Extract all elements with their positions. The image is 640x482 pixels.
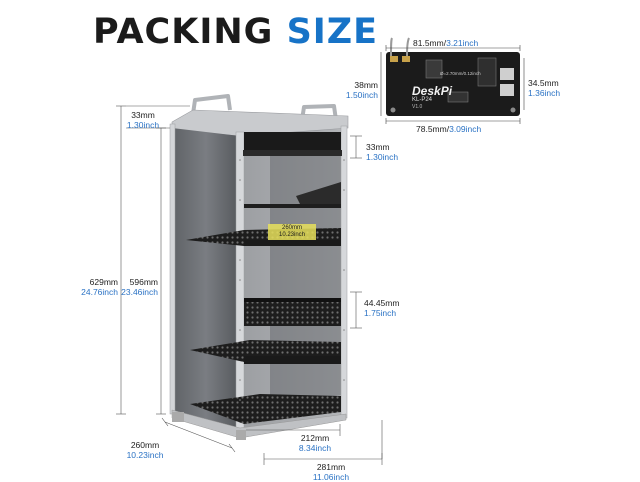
rack-unit-dimension: 33mm 1.30inch bbox=[366, 142, 399, 162]
rack-inner-width-dimension: 212mm 8.34inch bbox=[298, 433, 332, 453]
rack-dimension-lines bbox=[116, 105, 383, 465]
rack-outer-width-dimension: 281mm 11.06inch bbox=[312, 462, 350, 482]
board-brand-logo: DeskPi bbox=[412, 84, 453, 98]
rack-body-height-dimension: 596mm 23.46inch bbox=[121, 277, 158, 297]
board-version: V1.0 bbox=[412, 104, 423, 110]
rack-cabinet bbox=[169, 94, 349, 440]
title-packing: PACKING bbox=[93, 12, 274, 52]
rack-total-height-dimension: 629mm 24.76inch bbox=[81, 277, 118, 297]
board-hole-label: Ø=2.70mm/0.12inch bbox=[440, 71, 481, 76]
deskpi-board bbox=[386, 52, 520, 116]
board-model: KL-P24 bbox=[412, 97, 433, 103]
title-size: SIZE bbox=[286, 12, 379, 52]
board-side-dimension: 34.5mm 1.36inch bbox=[528, 78, 561, 98]
board-bottom-dimension: 78.5mm/3.09inch bbox=[416, 124, 482, 134]
shelf-sticker-text: 260mm 10.23inch bbox=[278, 225, 306, 238]
board-dimension-lines bbox=[380, 45, 525, 124]
rack-vent-dimension: 44.45mm 1.75inch bbox=[364, 298, 400, 318]
rack-top-gap-dimension: 33mm 1.30inch bbox=[126, 110, 160, 130]
board-width-dimension: 81.5mm/3.21inch bbox=[413, 38, 479, 48]
page-title: PACKING SIZE bbox=[93, 12, 378, 52]
board-height-dimension: 38mm 1.50inch bbox=[345, 80, 378, 100]
shelf-dimension-sticker bbox=[268, 224, 316, 240]
rack-depth-dimension: 260mm 10.23inch bbox=[126, 440, 164, 460]
